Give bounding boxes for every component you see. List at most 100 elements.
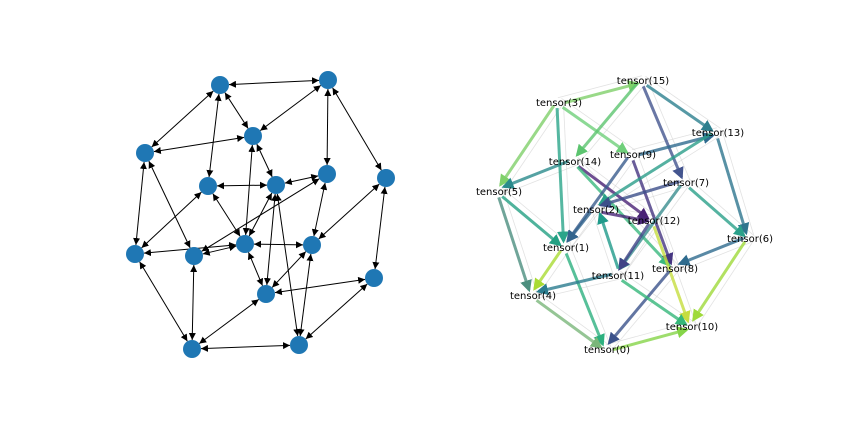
left-edge	[256, 143, 273, 178]
left-edge	[323, 88, 332, 166]
left-graph-nodes	[126, 71, 395, 358]
left-edge	[206, 93, 222, 178]
right-faint-edge	[577, 157, 657, 217]
node-label-t10: tensor(10)	[666, 322, 718, 333]
right-edge	[536, 272, 612, 296]
left-node	[126, 245, 144, 263]
right-faint-edge	[533, 278, 620, 300]
node-label-t1: tensor(1)	[543, 243, 589, 254]
right-faint-edge	[562, 101, 571, 247]
right-faint-edge	[578, 82, 647, 165]
right-edge	[535, 299, 603, 349]
left-network-graph	[126, 71, 395, 358]
right-graph-node-labels: tensor(0) tensor(1) tensor(2) tensor(3) tens…	[476, 76, 773, 356]
left-edge	[216, 181, 268, 190]
left-edge	[311, 182, 328, 237]
left-edge	[271, 251, 307, 288]
left-edge	[141, 191, 202, 249]
left-edge	[139, 261, 188, 342]
right-faint-edge	[557, 75, 642, 99]
left-edge	[228, 77, 320, 88]
right-faint-edge	[645, 76, 721, 129]
right-edge	[501, 195, 562, 247]
left-edge	[224, 92, 249, 129]
right-faint-edge	[569, 245, 612, 348]
right-edge	[566, 211, 592, 243]
right-faint-edge	[646, 78, 691, 181]
right-edge	[564, 80, 641, 105]
left-edge	[263, 193, 279, 286]
right-edge	[577, 165, 650, 220]
left-edge	[332, 87, 382, 171]
right-edge	[499, 104, 556, 187]
right-faint-edge	[591, 210, 615, 277]
right-edge	[641, 85, 684, 180]
left-node	[236, 235, 254, 253]
right-graph-edges	[497, 80, 750, 352]
left-node	[185, 247, 203, 265]
node-label-t11: tensor(11)	[592, 271, 644, 282]
node-label-t6: tensor(6)	[727, 234, 773, 245]
left-edge	[202, 244, 237, 256]
right-edge	[497, 196, 532, 293]
right-edge	[618, 222, 651, 271]
left-edge	[188, 264, 198, 341]
right-faint-edge	[676, 241, 752, 273]
right-edge	[620, 278, 688, 326]
left-edge	[297, 253, 314, 337]
right-edge	[597, 132, 713, 206]
right-edge	[597, 211, 620, 270]
left-node	[244, 127, 262, 145]
right-edge	[607, 270, 671, 345]
left-node	[211, 76, 229, 94]
right-faint-edge	[695, 240, 755, 329]
node-label-t7: tensor(7)	[663, 178, 709, 189]
left-node	[290, 336, 308, 354]
left-edge	[305, 283, 368, 340]
right-faint-edge	[502, 189, 538, 294]
left-edge	[274, 276, 366, 296]
right-edge	[612, 326, 690, 352]
right-edge	[564, 252, 605, 347]
node-label-t15: tensor(15)	[617, 76, 669, 87]
node-label-t0: tensor(0)	[584, 345, 630, 356]
right-graph-faint-edges	[500, 75, 755, 353]
left-graph-edges	[133, 77, 388, 352]
left-node	[199, 177, 217, 195]
right-edge	[652, 225, 691, 324]
right-edge	[561, 106, 629, 154]
right-faint-edge	[502, 104, 563, 194]
right-faint-edge	[597, 185, 688, 214]
right-edge	[601, 210, 651, 226]
left-edge	[151, 90, 214, 148]
node-label-t12: tensor(12)	[628, 216, 680, 227]
node-label-t2: tensor(2)	[573, 205, 619, 216]
left-node	[303, 236, 321, 254]
right-faint-edge	[610, 270, 679, 353]
left-edge	[372, 186, 388, 270]
right-faint-edge	[721, 130, 755, 237]
right-edge	[692, 240, 747, 322]
left-edge	[253, 240, 304, 249]
right-edge	[501, 159, 570, 189]
right-edge	[533, 249, 563, 291]
right-edge	[645, 83, 714, 132]
right-edge	[716, 137, 750, 236]
node-label-t4: tensor(4)	[510, 291, 556, 302]
node-label-t8: tensor(8)	[652, 264, 698, 275]
left-edge	[200, 342, 291, 352]
left-node	[319, 71, 337, 89]
right-faint-edge	[500, 164, 577, 196]
right-edge	[598, 180, 681, 209]
right-edge	[575, 82, 639, 157]
left-edge	[133, 161, 147, 246]
right-faint-edge	[636, 152, 680, 267]
node-label-t14: tensor(14)	[549, 157, 601, 168]
node-label-t5: tensor(5)	[476, 187, 522, 198]
left-edge	[318, 183, 380, 240]
left-node	[377, 169, 395, 187]
left-node	[365, 269, 383, 287]
node-label-t3: tensor(3)	[536, 98, 582, 109]
left-node	[318, 165, 336, 183]
left-node	[183, 340, 201, 358]
